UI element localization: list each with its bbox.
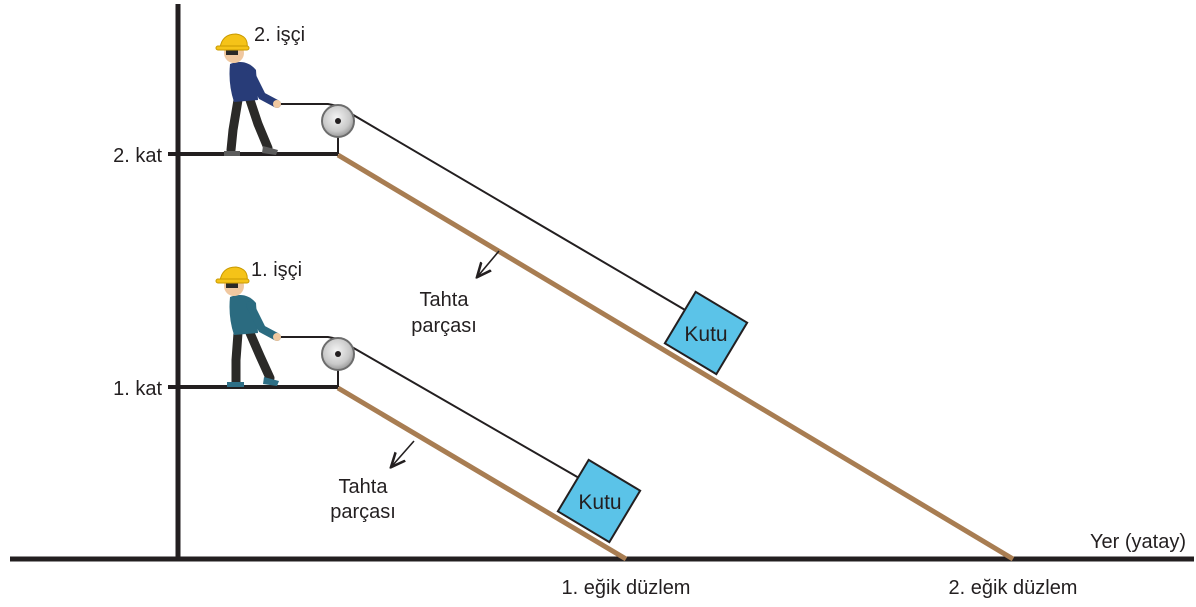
- plank2-label-line2: parçası: [411, 315, 477, 337]
- box1-label: Kutu: [578, 491, 621, 514]
- worker1-label: 1. işçi: [251, 259, 302, 281]
- plank1-label-line2: parçası: [330, 501, 396, 523]
- worker2-label: 2. işçi: [254, 24, 305, 46]
- plank2-label-arrow: [478, 250, 500, 276]
- worker-2-helmet-icon: [219, 33, 248, 49]
- box-1: [556, 458, 642, 544]
- floor2-label: 2. kat: [113, 145, 162, 167]
- plank1-label-arrow: [392, 440, 415, 466]
- worker-1-figure: [215, 266, 281, 387]
- box2-label: Kutu: [684, 323, 727, 346]
- pulley-1: [321, 337, 355, 371]
- plank1-label-line1: Tahta: [339, 476, 389, 498]
- ground-label: Yer (yatay): [1090, 531, 1186, 553]
- floor1-label: 1. kat: [113, 378, 162, 400]
- plank-1: [336, 385, 628, 562]
- worker-1-helmet-icon: [219, 266, 248, 282]
- plank-2: [336, 152, 1015, 562]
- worker-2-figure: [215, 33, 281, 156]
- plane1-label: 1. eğik düzlem: [562, 577, 691, 599]
- plank2-label-line1: Tahta: [420, 289, 470, 311]
- box-2: [663, 290, 749, 376]
- plane2-label: 2. eğik düzlem: [949, 577, 1078, 599]
- pulley-2: [321, 104, 355, 138]
